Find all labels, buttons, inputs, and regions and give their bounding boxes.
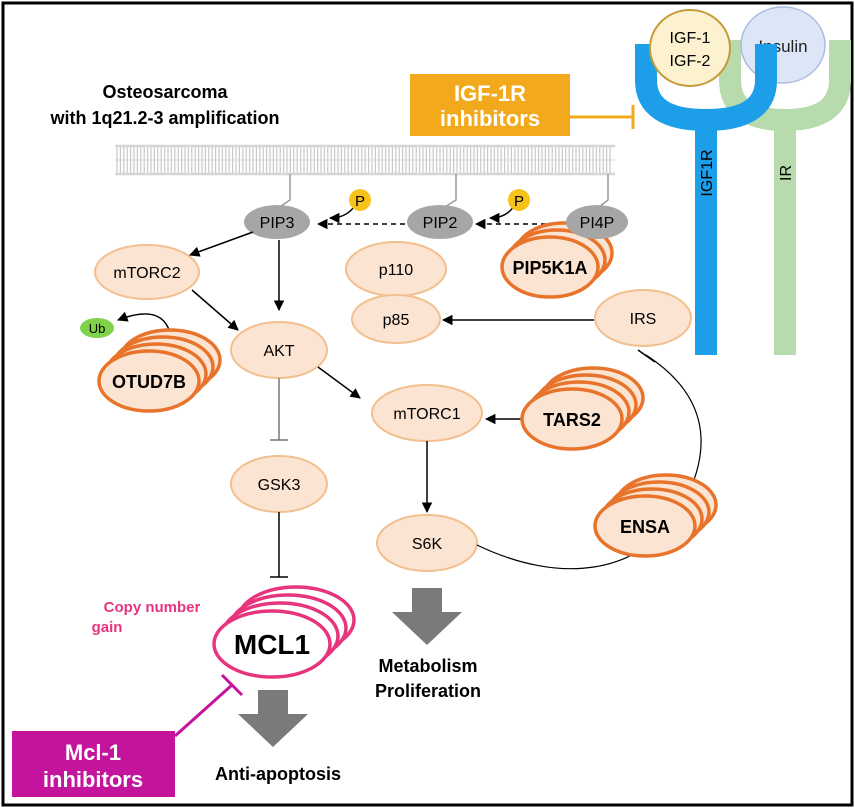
node-pip3: PIP3	[244, 205, 310, 239]
node-mtorc1: mTORC1	[371, 384, 483, 442]
copy-number-line1: Copy number	[104, 599, 201, 616]
mcl1-inhibitors-box: Mcl-1 inhibitors	[12, 673, 244, 797]
igf-ligand: IGF-1 IGF-2	[649, 9, 731, 87]
node-mtorc1-label: mTORC1	[393, 406, 460, 423]
insulin-ligand: Insulin	[740, 6, 826, 84]
mcl1-gene: MCL1	[212, 585, 356, 679]
akt-to-mtorc1-arrow	[317, 366, 361, 399]
node-akt-label: AKT	[263, 343, 294, 360]
node-pi4p: PI4P	[566, 205, 628, 239]
igf1r-inhibitors-line2: inhibitors	[440, 106, 540, 131]
igf1r-inhibitors-line1: IGF-1R	[454, 81, 526, 106]
pip5k1a-label: PIP5K1A	[512, 258, 587, 278]
node-gsk3-label: GSK3	[258, 477, 301, 494]
node-pi4p-label: PI4P	[580, 215, 615, 232]
otud7b-gene: OTUD7B	[97, 328, 222, 413]
membrane-anchors	[274, 174, 609, 211]
title-line1: Osteosarcoma	[102, 82, 228, 102]
ubiquitin: Ub	[80, 318, 114, 338]
node-p85-label: p85	[383, 312, 410, 329]
igf1r-label: IGF1R	[699, 149, 716, 196]
metabolism-label: Metabolism	[378, 656, 477, 676]
igf1-label: IGF-1	[670, 30, 711, 47]
node-s6k: S6K	[376, 514, 478, 572]
mtorc2-to-akt-arrow	[191, 289, 239, 331]
node-mtorc2-label: mTORC2	[113, 265, 180, 282]
title-line2: with 1q21.2-3 amplification	[49, 108, 279, 128]
node-gsk3: GSK3	[230, 455, 328, 513]
pip3-to-mtorc2-arrow	[189, 231, 254, 257]
node-s6k-label: S6K	[412, 536, 443, 553]
proliferation-label: Proliferation	[375, 681, 481, 701]
ensa-label: ENSA	[620, 517, 670, 537]
gsk3-inhibits-mcl1	[270, 512, 288, 578]
tars2-label: TARS2	[543, 410, 601, 430]
akt-inhibits-gsk3	[270, 378, 288, 441]
feedback-tbar	[637, 349, 656, 363]
phospho-p1: P	[349, 189, 371, 211]
igf1r-receptor: IGF1R	[635, 44, 777, 355]
metabolism-big-arrow	[392, 588, 462, 645]
node-pip2: PIP2	[407, 205, 473, 239]
anti-apoptosis-big-arrow	[238, 690, 308, 747]
mcl1-inhibitors-line2: inhibitors	[43, 767, 143, 792]
node-p110: p110	[345, 241, 447, 297]
mcl1-inhibitors-line1: Mcl-1	[65, 740, 121, 765]
node-p110-label: p110	[379, 262, 414, 279]
mcl1-label: MCL1	[234, 629, 310, 660]
node-pip2-label: PIP2	[423, 215, 458, 232]
otud7b-label: OTUD7B	[112, 372, 186, 392]
ir-label: IR	[778, 165, 795, 181]
igf1r-inhibitors-box: IGF-1R inhibitors	[410, 74, 635, 136]
node-akt: AKT	[230, 321, 328, 379]
copy-number-line2: gain	[92, 619, 123, 636]
node-irs-label: IRS	[630, 311, 657, 328]
node-irs: IRS	[594, 289, 692, 347]
node-pip3-label: PIP3	[260, 215, 295, 232]
phospho-p2-label: P	[514, 193, 524, 210]
igf2-label: IGF-2	[670, 53, 711, 70]
phospho-p2: P	[508, 189, 530, 211]
phospho-p1-label: P	[355, 193, 365, 210]
ubiquitin-label: Ub	[89, 321, 106, 336]
ensa-gene: ENSA	[593, 473, 718, 558]
tars2-gene: TARS2	[520, 366, 645, 451]
cell-membrane	[115, 144, 615, 176]
anti-apoptosis-label: Anti-apoptosis	[215, 764, 341, 784]
ir-receptor: IR	[719, 40, 851, 355]
node-mtorc2: mTORC2	[94, 244, 200, 300]
node-p85: p85	[351, 294, 441, 344]
